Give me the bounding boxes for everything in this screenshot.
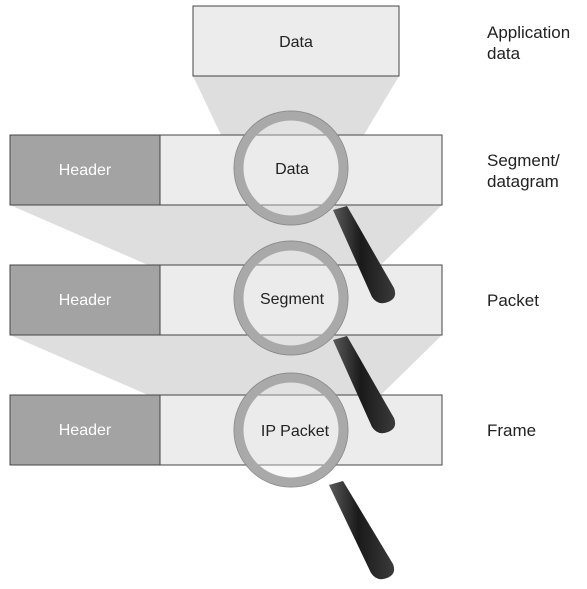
magnifier-icon	[233, 110, 396, 304]
side-label-packet-line1: Packet	[487, 291, 539, 310]
side-label-frame: Frame	[487, 420, 536, 441]
packet-header-label: Header	[59, 292, 112, 309]
frame-header-label: Header	[59, 422, 112, 439]
frame-content-label: IP Packet	[261, 423, 330, 440]
magnifier-icon	[233, 240, 396, 434]
side-label-packet: Packet	[487, 290, 539, 311]
side-label-segment-line1: Segment/	[487, 151, 560, 170]
segment-header-label: Header	[59, 162, 112, 179]
side-label-segment-line2: datagram	[487, 172, 559, 191]
magnifier-icon	[233, 372, 395, 580]
side-label-application-line1: Application	[487, 23, 571, 42]
side-label-application-line2: data	[487, 44, 521, 63]
packet-content-label: Segment	[260, 291, 325, 308]
segment-content-label: Data	[275, 161, 309, 178]
side-label-frame-line1: Frame	[487, 421, 537, 440]
packet-header	[9, 264, 161, 336]
application-data-box	[192, 5, 400, 77]
side-label-application: Application data	[487, 22, 570, 64]
segment-header	[9, 134, 161, 206]
application-data-label: Data	[279, 34, 313, 51]
side-label-segment: Segment/ datagram	[487, 150, 560, 192]
frame-header	[9, 394, 161, 466]
